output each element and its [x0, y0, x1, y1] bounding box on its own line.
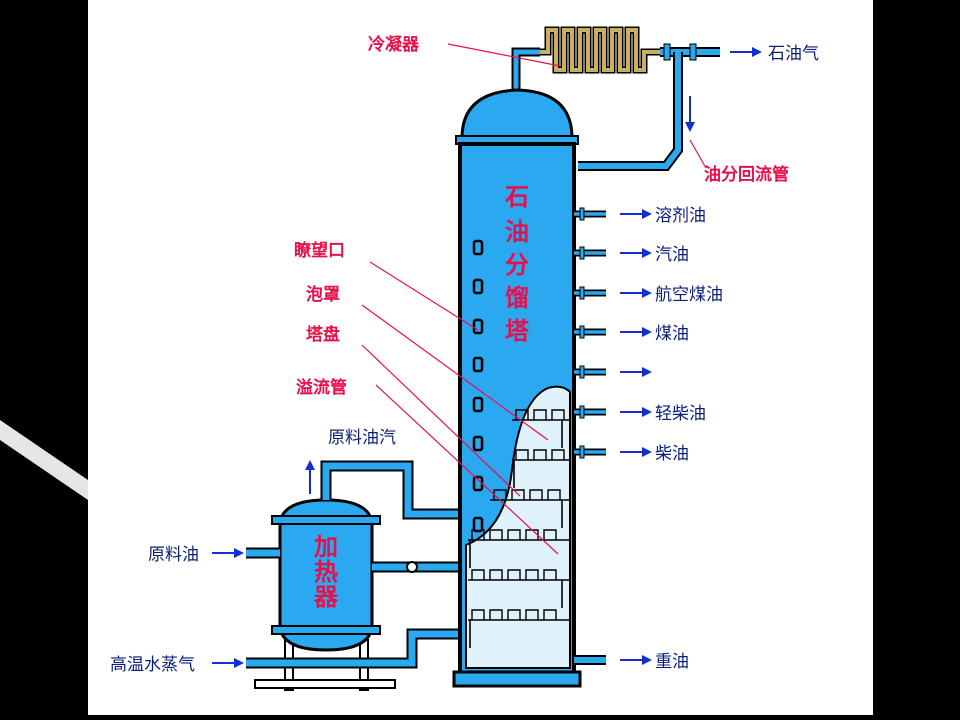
- bubble-cap: [507, 609, 521, 620]
- heater-name-char-3: 器: [313, 583, 339, 611]
- arrow-outlet-head: [642, 288, 652, 298]
- sight-glass: [472, 318, 484, 335]
- condenser: [511, 26, 720, 171]
- label-solvent-oil: 溶剂油: [655, 206, 706, 226]
- outlet-flange: [579, 286, 585, 300]
- bubble-cap: [507, 529, 521, 540]
- arrow-outlet-head: [642, 248, 652, 258]
- sight-glass: [472, 396, 484, 413]
- label-downcomer: 溢流管: [296, 377, 347, 398]
- bubble-cap: [525, 569, 539, 580]
- valve: [406, 561, 418, 573]
- heater-name-char-2: 热: [314, 558, 338, 586]
- label-kerosene: 煤油: [655, 324, 689, 344]
- sight-glass: [472, 435, 484, 452]
- tower-cutaway: [465, 385, 571, 669]
- tower-name-char-2: 油: [505, 218, 529, 246]
- sight-glass: [472, 516, 484, 533]
- bubble-cap: [471, 609, 485, 620]
- label-sight-glass: 瞭望口: [294, 240, 345, 261]
- arrow-outlet-head: [642, 367, 652, 377]
- label-jet-kerosene: 航空煤油: [655, 285, 723, 305]
- label-gasoline: 汽油: [655, 245, 689, 265]
- tower-name-char-5: 塔: [505, 317, 530, 345]
- pipes: [246, 460, 606, 669]
- label-petroleum-gas: 石油气: [768, 44, 819, 64]
- bubble-cap: [515, 449, 529, 460]
- outlet-flange: [579, 405, 585, 419]
- bubble-cap: [511, 489, 525, 500]
- label-feed-vapor: 原料油汽: [328, 428, 396, 448]
- tower-trays: [468, 409, 570, 648]
- distillation-tower: [452, 88, 582, 688]
- side-outlets: [574, 207, 606, 459]
- bubble-cap: [515, 409, 529, 420]
- outlet-flange: [579, 445, 585, 459]
- bubble-cap: [489, 569, 503, 580]
- sight-glass: [472, 239, 484, 256]
- arrow-steam-head: [234, 658, 244, 668]
- arrow-feed-oil-head: [234, 548, 244, 558]
- bubble-cap: [533, 409, 547, 420]
- arrow-petroleum-gas-head: [752, 47, 762, 57]
- bubble-cap: [525, 609, 539, 620]
- bubble-cap: [489, 609, 503, 620]
- arrow-feed-vapor-head: [305, 460, 315, 470]
- arrow-reflux-head: [685, 122, 695, 132]
- heater-name-char-1: 加: [314, 533, 338, 561]
- heater: 加 热 器: [254, 498, 396, 691]
- tower-name: 石 油 分 馏 塔: [504, 183, 530, 345]
- label-reflux-pipe: 油分回流管: [704, 164, 789, 185]
- leader-lines: [361, 43, 707, 555]
- label-tray: 塔盘: [306, 324, 340, 345]
- outlet-flange: [579, 207, 585, 221]
- arrow-outlet-head: [642, 447, 652, 457]
- sight-glass: [472, 356, 484, 373]
- bubble-cap: [547, 489, 561, 500]
- sight-glasses: [472, 239, 484, 533]
- bubble-cap: [543, 529, 557, 540]
- bubble-cap: [533, 449, 547, 460]
- arrow-outlet-head: [642, 407, 652, 417]
- left-decoration-streak: [0, 420, 88, 500]
- label-light-diesel: 轻柴油: [655, 404, 706, 424]
- label-diesel: 柴油: [655, 444, 689, 464]
- arrow-outlet-head: [642, 327, 652, 337]
- outlet-flange: [579, 246, 585, 260]
- tower-name-char-1: 石: [504, 183, 529, 211]
- label-bubble-cap: 泡罩: [306, 284, 340, 305]
- label-heavy-oil: 重油: [655, 652, 689, 672]
- label-feed-oil: 原料油: [148, 545, 199, 565]
- bubble-cap: [551, 409, 565, 420]
- outlet-flange: [579, 365, 585, 379]
- bubble-cap: [471, 569, 485, 580]
- bubble-cap: [543, 569, 557, 580]
- tower-name-char-3: 分: [505, 251, 529, 279]
- label-steam: 高温水蒸气: [110, 655, 195, 675]
- bubble-cap: [543, 609, 557, 620]
- label-condenser: 冷凝器: [368, 34, 420, 55]
- tower-dome: [460, 88, 574, 140]
- bubble-cap: [529, 489, 543, 500]
- bubble-cap: [489, 529, 503, 540]
- arrow-outlet-head: [642, 655, 652, 665]
- sight-glass: [472, 278, 484, 295]
- bubble-cap: [507, 569, 521, 580]
- outlet-flange: [579, 325, 585, 339]
- bubble-cap: [551, 449, 565, 460]
- arrow-outlet-head: [642, 209, 652, 219]
- tower-name-char-4: 馏: [505, 284, 529, 312]
- flow-arrows: [212, 47, 762, 668]
